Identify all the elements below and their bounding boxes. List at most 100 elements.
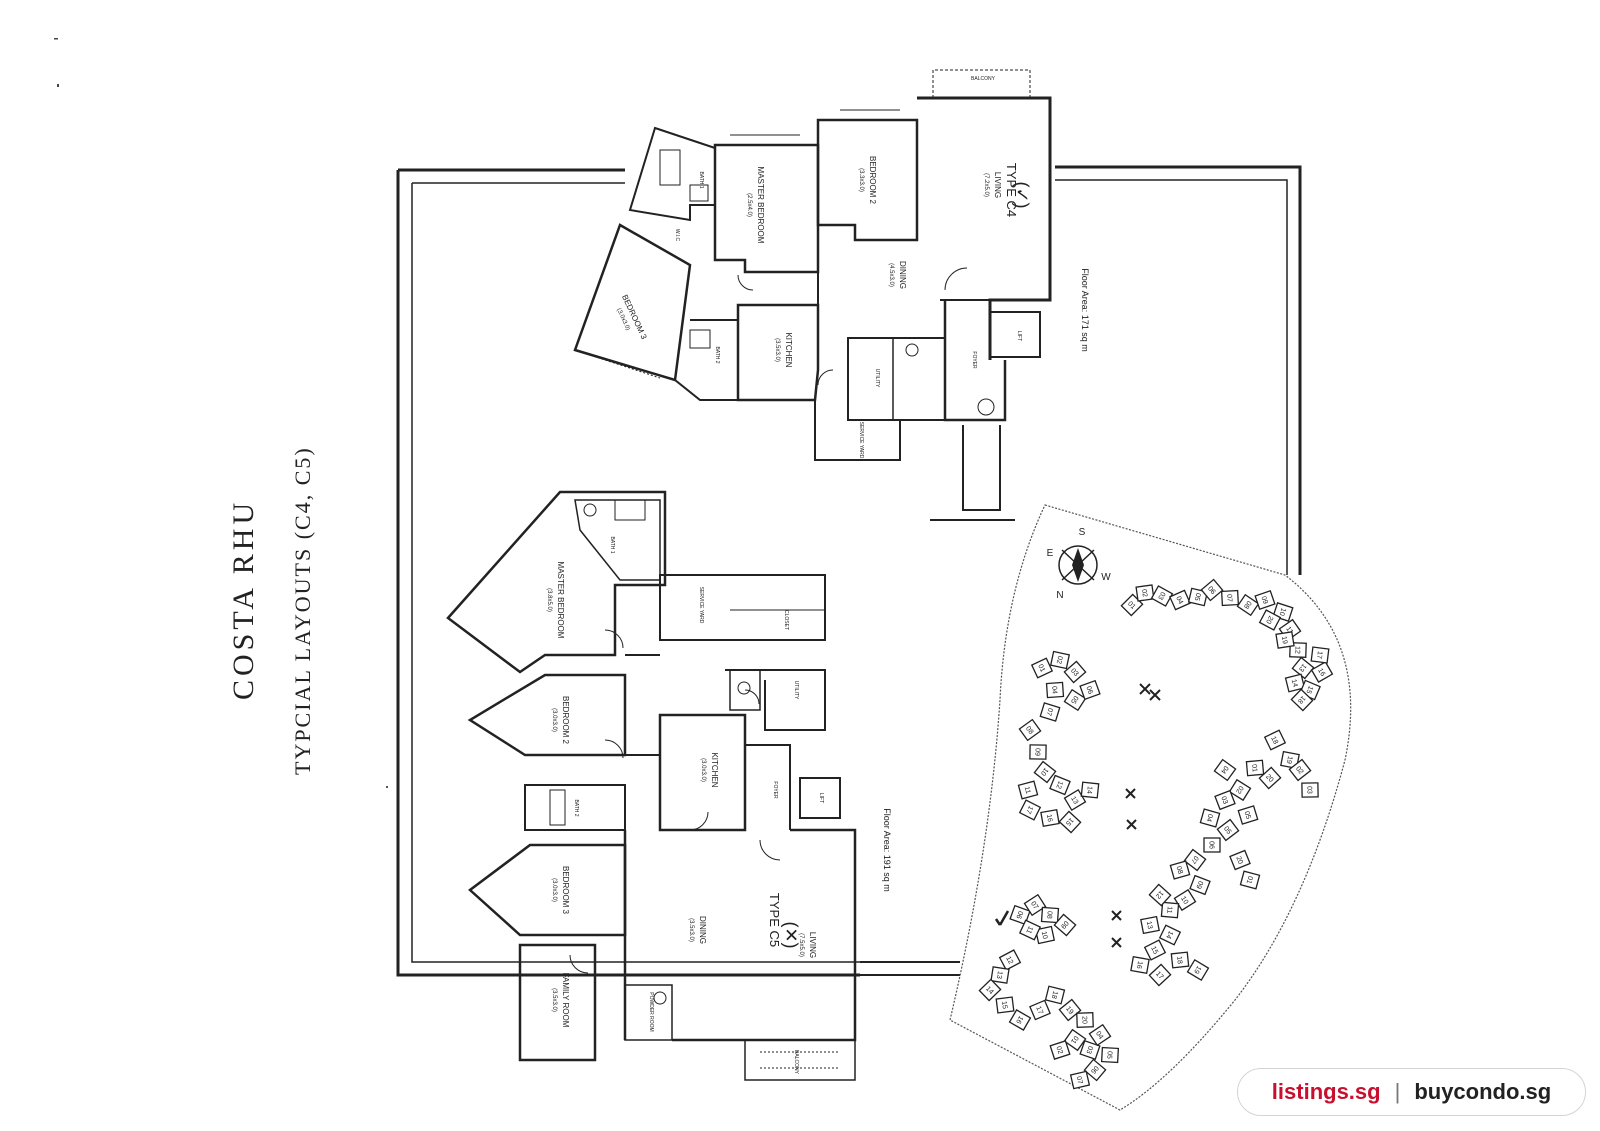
svg-text:12: 12	[1054, 780, 1063, 790]
site-block: 19	[1280, 750, 1300, 770]
site-block: 08	[1040, 906, 1060, 924]
svg-text:12: 12	[1004, 955, 1014, 965]
svg-text:06: 06	[1014, 910, 1023, 920]
site-block: 17	[1310, 646, 1330, 664]
site-block: 19	[1058, 998, 1082, 1022]
svg-text:BEDROOM 2: BEDROOM 2	[561, 696, 570, 745]
site-block: 09	[1254, 589, 1276, 611]
svg-text:18: 18	[1269, 735, 1279, 745]
svg-text:FOYER: FOYER	[772, 781, 778, 799]
site-block: 11	[1018, 919, 1042, 941]
svg-text:06: 06	[1089, 1064, 1099, 1075]
svg-text:10: 10	[1179, 895, 1189, 905]
svg-text:06: 06	[1206, 585, 1216, 596]
svg-text:08: 08	[1242, 599, 1252, 609]
site-block: 11	[1160, 901, 1180, 919]
svg-text:UTILITY: UTILITY	[793, 681, 799, 700]
svg-text:09: 09	[1059, 919, 1069, 930]
svg-text:FAMILY ROOM: FAMILY ROOM	[561, 973, 570, 1028]
c4-tick-mark: (✓)	[1012, 181, 1032, 208]
svg-text:03: 03	[1219, 795, 1228, 805]
site-block: 03	[1150, 585, 1174, 607]
svg-text:04: 04	[1219, 764, 1229, 775]
svg-text:03: 03	[1069, 667, 1079, 678]
svg-text:(7.2x5.0): (7.2x5.0)	[983, 173, 989, 197]
svg-text:05: 05	[1105, 1051, 1112, 1059]
svg-text:09: 09	[1194, 880, 1203, 890]
site-block: 03	[1214, 789, 1236, 811]
site-block: 18	[1170, 951, 1190, 969]
svg-text:17: 17	[1024, 804, 1034, 814]
svg-text:13: 13	[1145, 921, 1153, 930]
svg-text:BATH 1: BATH 1	[698, 171, 704, 188]
site-block: 06	[1009, 904, 1031, 926]
site-block: 12	[998, 949, 1022, 971]
site-block: 05	[1187, 587, 1209, 607]
site-block: 16	[1040, 808, 1060, 828]
svg-text:BATH 2: BATH 2	[714, 346, 720, 363]
svg-text:DINING: DINING	[898, 261, 907, 289]
site-frame	[396, 165, 1302, 977]
site-block: 17	[1029, 999, 1051, 1021]
svg-text:03: 03	[1084, 1045, 1093, 1055]
site-block: 02	[1135, 584, 1155, 602]
site-block: 19	[1275, 631, 1295, 649]
svg-text:16: 16	[1135, 960, 1143, 969]
site-block: 01	[1239, 870, 1261, 890]
svg-text:SERVICE YARD: SERVICE YARD	[698, 587, 704, 624]
svg-text:BALCONY: BALCONY	[971, 76, 996, 82]
svg-text:04: 04	[1094, 1030, 1104, 1040]
svg-text:(3.5x3.0): (3.5x3.0)	[688, 918, 694, 942]
site-block: 12	[1289, 642, 1307, 658]
site-block: 13	[1140, 915, 1160, 935]
svg-text:16: 16	[1316, 667, 1326, 677]
watermark-badge: listings.sg | buycondo.sg	[1237, 1068, 1586, 1116]
site-block: 07	[1183, 848, 1207, 872]
svg-text:15: 15	[1064, 816, 1075, 827]
svg-text:11: 11	[1284, 626, 1294, 636]
svg-text:20: 20	[1264, 614, 1274, 624]
svg-text:KITCHEN: KITCHEN	[784, 332, 793, 367]
svg-text:UTILITY: UTILITY	[874, 369, 880, 388]
svg-text:11: 11	[1165, 906, 1173, 914]
svg-text:07: 07	[1225, 594, 1232, 602]
site-block: 04	[1088, 1023, 1112, 1047]
svg-text:12: 12	[1293, 646, 1300, 654]
svg-text:06: 06	[1084, 685, 1093, 695]
svg-text:BALCONY: BALCONY	[793, 1050, 799, 1075]
svg-text:12: 12	[1154, 889, 1164, 900]
svg-text:04: 04	[1205, 813, 1214, 823]
svg-text:BATH 1: BATH 1	[609, 536, 615, 553]
svg-text:TYPE C4: TYPE C4	[1004, 163, 1019, 217]
site-block: 04	[1213, 758, 1237, 782]
site-block: 02	[1228, 778, 1252, 802]
site-block: 02	[1049, 1040, 1071, 1060]
site-block: 19	[1186, 958, 1210, 982]
svg-text:05: 05	[1222, 825, 1232, 836]
svg-text:18: 18	[1175, 956, 1183, 965]
site-block: 09	[1029, 744, 1047, 760]
site-block: 18	[1044, 985, 1066, 1005]
svg-text:(3.3x3.0): (3.3x3.0)	[858, 168, 864, 192]
site-block: 17	[1148, 963, 1172, 987]
svg-text:13: 13	[1297, 662, 1307, 673]
svg-text:01: 01	[1126, 600, 1137, 611]
site-block: 08	[1018, 718, 1042, 742]
site-block: 13	[1291, 656, 1315, 680]
svg-text:02: 02	[1140, 589, 1148, 598]
svg-text:W.I.C: W.I.C	[674, 229, 680, 242]
svg-text:BATH 2: BATH 2	[573, 799, 579, 816]
svg-text:(4.5x3.0): (4.5x3.0)	[888, 263, 894, 287]
site-block: 03	[1063, 660, 1087, 684]
svg-text:04: 04	[1174, 595, 1184, 605]
svg-text:07: 07	[1189, 854, 1199, 865]
svg-text:14: 14	[1290, 679, 1299, 688]
site-block: 03	[1301, 782, 1319, 798]
svg-text:05: 05	[1193, 592, 1202, 601]
svg-text:02: 02	[1234, 784, 1244, 794]
svg-text:MASTER BEDROOM: MASTER BEDROOM	[556, 562, 565, 639]
svg-text:10: 10	[1039, 766, 1049, 777]
site-block: 11	[1017, 780, 1039, 800]
site-block: 02	[1049, 650, 1071, 670]
